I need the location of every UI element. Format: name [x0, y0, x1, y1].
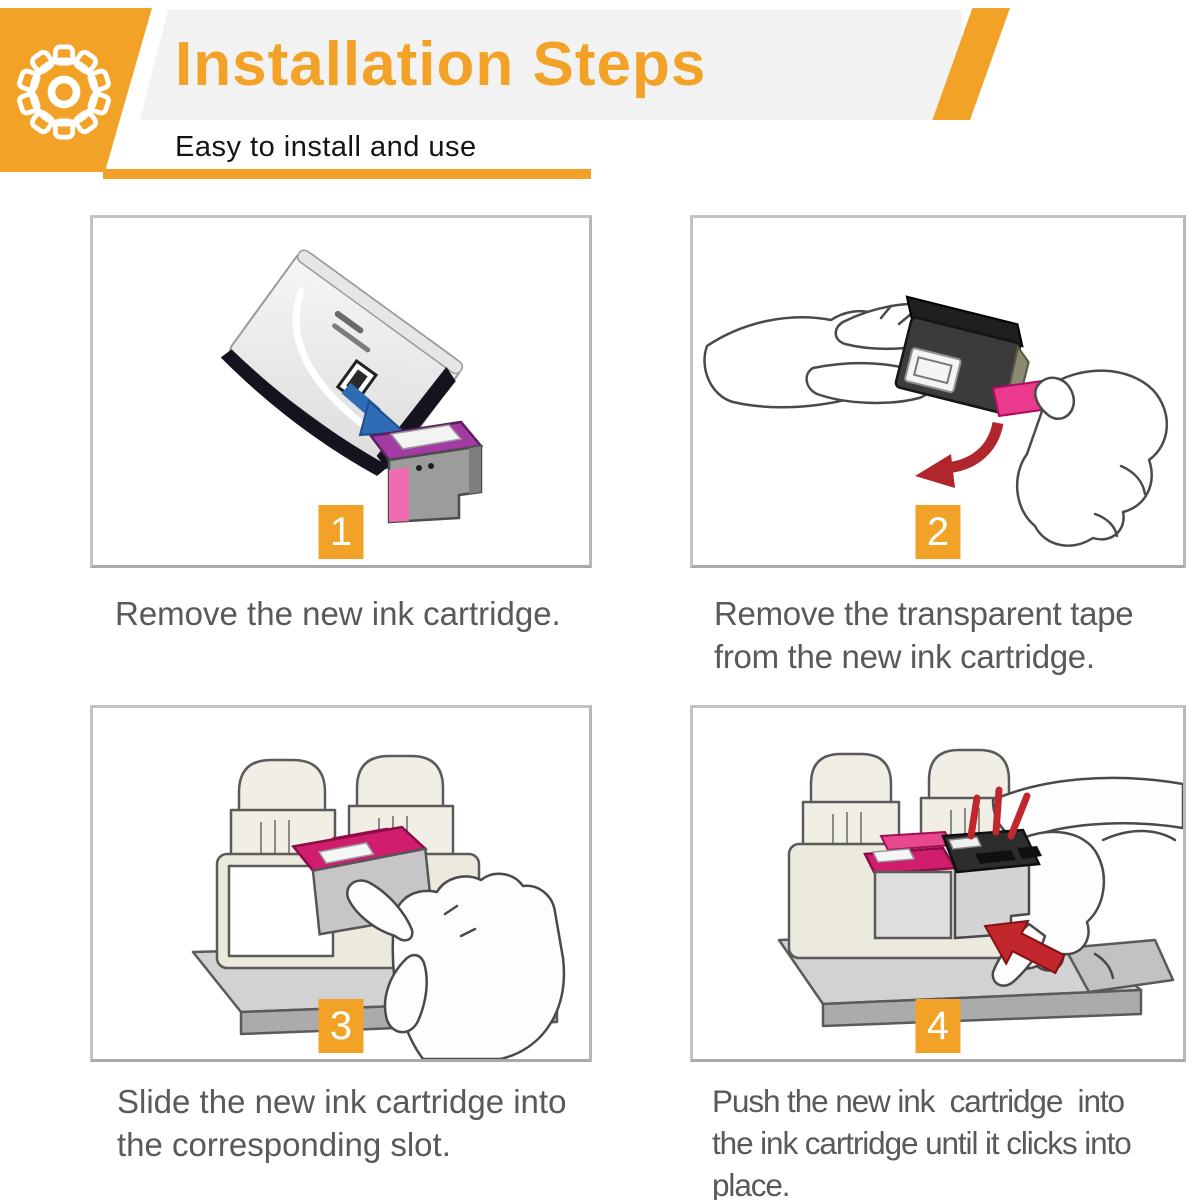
step-1-illustration	[220, 249, 484, 524]
header-banner	[140, 10, 962, 120]
caption-line: Push the new ink cartridge into	[712, 1083, 1125, 1119]
hand	[346, 872, 566, 1059]
step-1-number-badge: 1	[318, 505, 364, 559]
step-2-number-badge: 2	[915, 505, 961, 559]
pull-arrow-icon	[915, 421, 1004, 488]
step-2-panel: 2	[690, 215, 1186, 568]
step-2-caption: Remove the transparent tape from the new…	[714, 592, 1134, 678]
step-4-caption: Push the new ink cartridge into the ink …	[712, 1080, 1132, 1200]
step-3-caption: Slide the new ink cartridge into the cor…	[117, 1080, 566, 1166]
caption-line: Remove the transparent tape	[714, 595, 1134, 632]
black-cartridge-inserting	[941, 828, 1042, 940]
step-3-illustration	[191, 754, 566, 1059]
step-4-illustration	[777, 748, 1183, 1028]
header-accent-shape	[0, 8, 152, 172]
tricolor-cartridge	[368, 420, 484, 524]
step-3-panel: 3	[90, 705, 592, 1062]
black-cartridge	[894, 295, 1030, 414]
tricolor-cartridge-installed	[863, 830, 958, 940]
step-2-illustration	[703, 295, 1168, 547]
gear-icon	[17, 44, 111, 140]
push-arrow-icon	[983, 919, 1066, 975]
header-subtitle: Easy to install and use	[175, 131, 477, 163]
ink-cartridge-package	[220, 249, 464, 476]
caption-line: Remove the new ink cartridge.	[115, 595, 561, 632]
header-underline	[103, 169, 591, 179]
caption-line: place.	[712, 1167, 791, 1200]
step-4-panel: 4	[690, 705, 1186, 1062]
page-title: Installation Steps	[175, 30, 707, 99]
caption-line: the corresponding slot.	[117, 1126, 451, 1163]
caption-line: the ink cartridge until it clicks into	[712, 1125, 1132, 1161]
right-hand	[1015, 369, 1168, 547]
caption-line: Slide the new ink cartridge into	[117, 1083, 567, 1120]
step-1-caption: Remove the new ink cartridge.	[115, 592, 561, 635]
motion-lines	[967, 786, 1031, 840]
step-1-panel: 1	[90, 215, 592, 568]
caption-line: from the new ink cartridge.	[714, 638, 1095, 675]
step-4-number-badge: 4	[915, 999, 961, 1053]
step-3-number-badge: 3	[318, 999, 364, 1053]
